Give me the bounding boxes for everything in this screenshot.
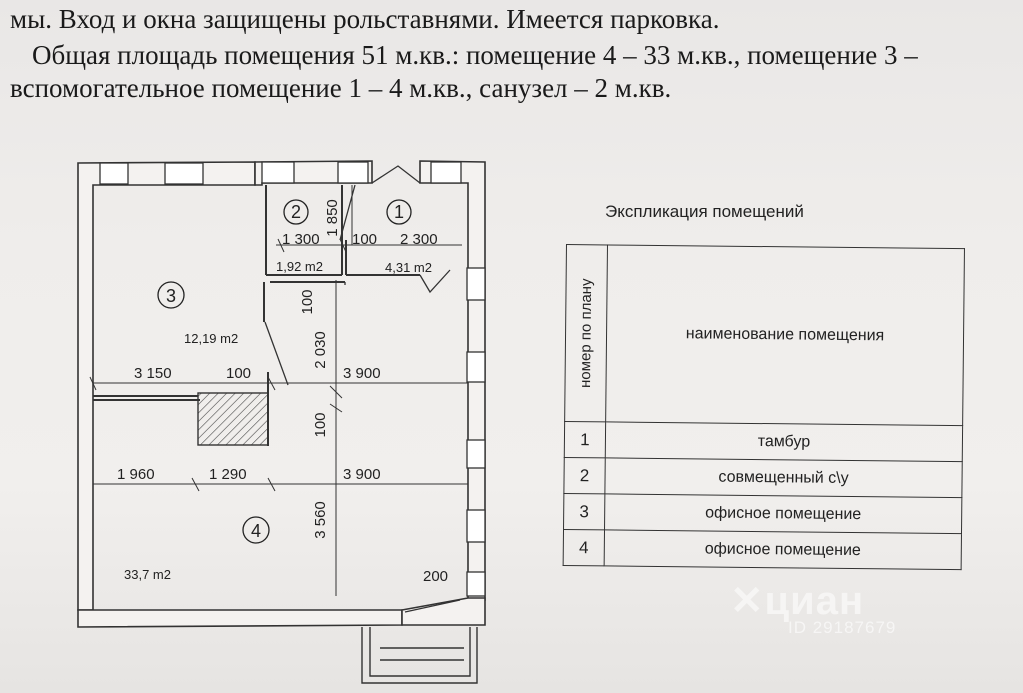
explication-table: номер по плану наименование помещения 1 … <box>563 244 965 570</box>
hatched-column <box>197 392 269 446</box>
row-number: 1 <box>564 421 606 458</box>
table-row: 3 офисное помещение <box>563 493 962 534</box>
partitions <box>93 185 420 401</box>
room-number-1: 1 <box>394 202 404 222</box>
dim-3560: 3 560 <box>312 501 329 539</box>
dim-200: 200 <box>423 568 448 585</box>
row-number: 4 <box>563 529 605 566</box>
column-header-name: наименование помещения <box>605 244 965 426</box>
watermark-id: ID 29187679 <box>788 618 897 637</box>
description-line-3: вспомогательное помещение 1 – 4 м.кв., с… <box>10 73 672 103</box>
explication-title: Экспликация помещений <box>605 202 804 221</box>
dim-3900-lower: 3 900 <box>343 466 381 483</box>
table-row: 2 совмещенный с\у <box>563 457 963 498</box>
room-number-2: 2 <box>291 202 301 222</box>
dim-2300: 2 300 <box>400 231 438 248</box>
room-area-4: 33,7 m2 <box>124 567 171 582</box>
row-name: совмещенный с\у <box>604 457 963 498</box>
table-row: 1 тамбур <box>564 421 963 462</box>
watermark-logo: ✕циан <box>730 579 865 623</box>
dim-1960: 1 960 <box>117 466 155 483</box>
dim-1300: 1 300 <box>282 231 320 248</box>
dim-2030: 2 030 <box>312 331 329 369</box>
room-number-3: 3 <box>166 286 176 306</box>
dim-100-mid: 100 <box>226 365 251 382</box>
dim-3150: 3 150 <box>134 365 172 382</box>
column-header-number: номер по плану <box>564 244 608 422</box>
row-name: офисное помещение <box>604 493 962 534</box>
table-row: 4 офисное помещение <box>563 529 962 570</box>
dim-100-vertical-2: 100 <box>312 412 329 437</box>
dim-1290: 1 290 <box>209 466 247 483</box>
dim-100-top: 100 <box>352 231 377 248</box>
room-markers <box>157 199 412 544</box>
dimension-lines <box>89 185 468 596</box>
room-area-3: 12,19 m2 <box>184 331 238 346</box>
description-line-2: Общая площадь помещения 51 м.кв.: помеще… <box>32 40 918 70</box>
row-number: 2 <box>563 457 606 494</box>
room-area-2: 1,92 m2 <box>276 259 323 274</box>
dimension-labels: 1 850 1 300 100 2 300 100 2 030 3 150 10… <box>117 199 448 585</box>
windows <box>99 161 486 597</box>
row-name: офисное помещение <box>604 529 962 570</box>
entry-porch <box>361 627 478 684</box>
explication-header-row: номер по плану наименование помещения <box>564 244 965 426</box>
row-number: 3 <box>563 493 605 530</box>
room-number-4: 4 <box>251 521 261 541</box>
dim-3900-upper: 3 900 <box>343 365 381 382</box>
room-area-1: 4,31 m2 <box>385 260 432 275</box>
dim-1850: 1 850 <box>324 199 341 237</box>
dim-100-vertical-1: 100 <box>299 289 316 314</box>
column-header-number-label: номер по плану <box>576 278 596 389</box>
row-name: тамбур <box>605 421 963 462</box>
description-line-1: мы. Вход и окна защищены рольставнями. И… <box>10 4 720 34</box>
